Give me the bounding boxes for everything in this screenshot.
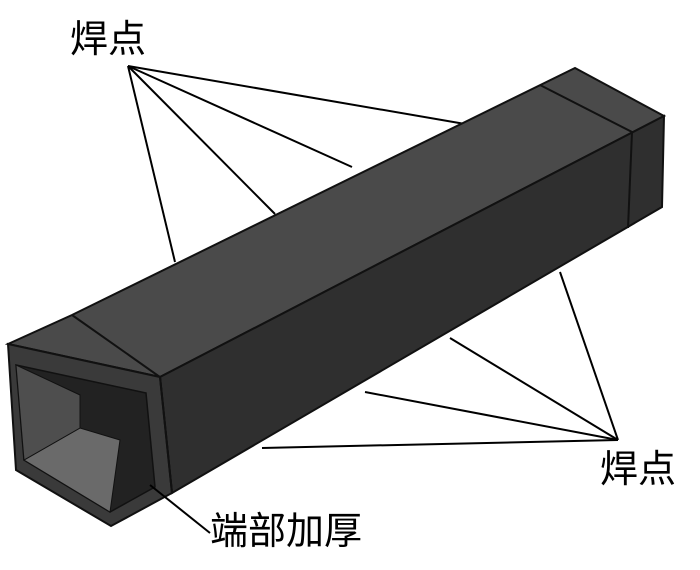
leader-line-end [149,484,211,534]
leader-line-top-1 [127,65,466,125]
end-thickening-bands [71,84,634,494]
leader-line-top-2 [127,65,353,168]
thickening-band-near [71,314,173,494]
leader-lines-top [127,65,466,263]
leader-line-bottom-2 [449,337,619,441]
thickening-band-far [539,84,634,229]
weld-point-label-top: 焊点 [70,17,147,61]
leader-line-bottom-3 [364,391,619,441]
beam-inner-side [15,364,81,461]
leader-line-bottom-1 [559,271,619,441]
leader-line-bottom-4 [261,439,619,449]
leader-line-top-4 [127,65,176,263]
weld-point-label-bottom: 焊点 [600,447,677,491]
leader-line-top-3 [127,65,276,215]
leader-lines-bottom [261,271,619,449]
end-thickening-label: 端部加厚 [210,509,363,553]
